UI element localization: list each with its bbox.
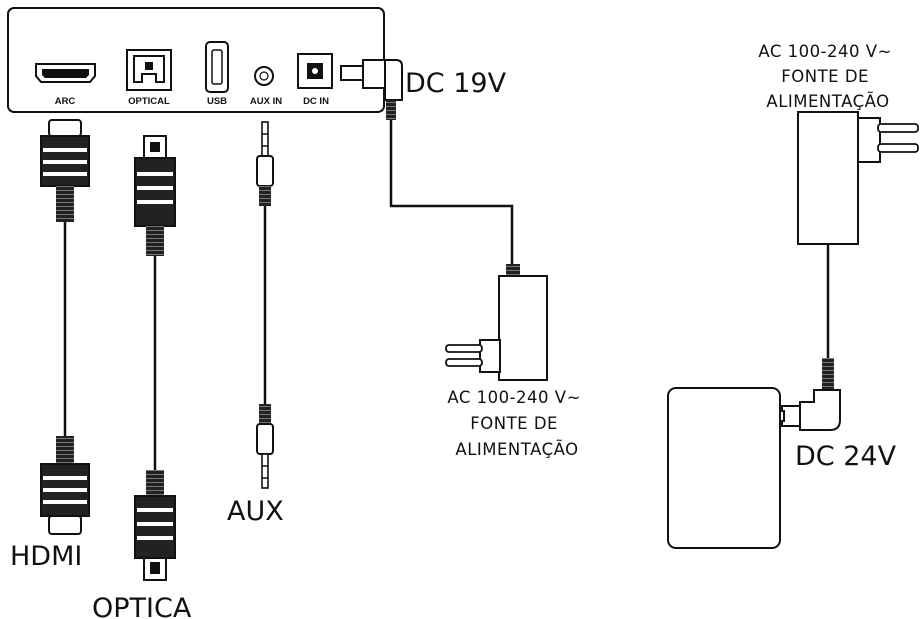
sub-adapter-line-2: FONTE DE xyxy=(781,67,869,86)
label-dc-19v: DC 19V xyxy=(405,68,507,99)
port-label-aux-in: AUX IN xyxy=(250,96,282,107)
sub-adapter-line-3: ALIMENTAÇÃO xyxy=(766,92,889,111)
optical-port: OPTICAL xyxy=(126,49,172,107)
port-label-optical: OPTICAL xyxy=(128,96,170,107)
soundbar-adapter-line-3: ALIMENTAÇÃO xyxy=(455,440,578,459)
port-label-usb: USB xyxy=(207,96,227,107)
label-dc-24v: DC 24V xyxy=(795,441,897,472)
sub-adapter-label: AC 100-240 V~ FONTE DE ALIMENTAÇÃO xyxy=(758,42,897,111)
hdmi-cable xyxy=(40,119,90,535)
dc-19v-cable xyxy=(389,120,514,276)
subwoofer xyxy=(667,387,781,549)
label-optica: OPTICA xyxy=(92,593,192,619)
dc-in-port: DC IN xyxy=(297,53,333,107)
hdmi-arc-port: ARC xyxy=(35,63,96,107)
dc-19v-plug xyxy=(340,59,403,120)
soundbar-adapter-label: AC 100-240 V~ FONTE DE ALIMENTAÇÃO xyxy=(447,388,586,459)
soundbar-power-adapter xyxy=(445,264,548,381)
aux-cable xyxy=(256,121,274,489)
sub-adapter-line-1: AC 100-240 V~ xyxy=(758,42,892,61)
label-hdmi: HDMI xyxy=(10,541,82,572)
label-aux: AUX xyxy=(227,496,284,527)
aux-in-port: AUX IN xyxy=(250,66,282,107)
soundbar-adapter-line-2: FONTE DE xyxy=(470,414,558,433)
optical-cable xyxy=(134,135,176,581)
port-label-arc: ARC xyxy=(55,96,76,107)
soundbar-adapter-line-1: AC 100-240 V~ xyxy=(447,388,581,407)
usb-port: USB xyxy=(205,41,229,107)
subwoofer-power-adapter xyxy=(797,111,919,245)
port-label-dc-in: DC IN xyxy=(303,96,329,107)
